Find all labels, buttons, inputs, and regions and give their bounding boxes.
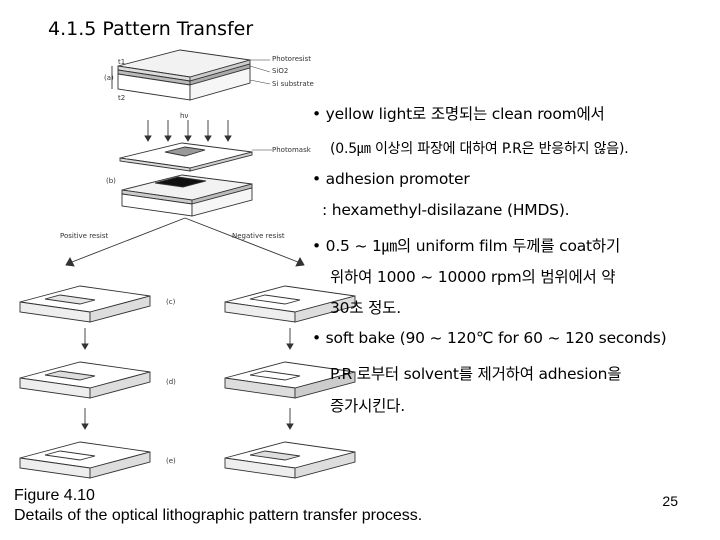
step-e-label: (e): [166, 457, 176, 465]
negative-resist-label: Negative resist: [232, 232, 285, 240]
note-line: P.R 로부터 solvent를 제거하여 adhesion을: [330, 365, 622, 383]
substrate-label: Si substrate: [272, 80, 314, 88]
positive-resist-label: Positive resist: [60, 232, 109, 240]
caption-text: Details of the optical lithographic patt…: [14, 507, 423, 524]
t2-label: t2: [118, 94, 126, 102]
step-e-negative: [224, 441, 356, 479]
step-c-negative: [224, 285, 356, 323]
step-a-label: (a): [104, 74, 114, 82]
note-line: • adhesion promoter: [312, 170, 470, 188]
wafer-stack-b: [119, 142, 272, 217]
note-line: 위하여 1000 ~ 10000 rpm의 범위에서 약: [330, 268, 616, 286]
step-d-negative: [224, 361, 356, 399]
step-d-positive: [19, 361, 151, 399]
step-c-positive: [19, 285, 151, 323]
uv-arrows: [144, 120, 232, 142]
branch-arrows: [65, 217, 305, 267]
caption-number: Figure 4.10: [14, 487, 95, 504]
note-line: • soft bake (90 ~ 120℃ for 60 ~ 120 seco…: [312, 329, 667, 347]
photoresist-label: Photoresist: [272, 55, 311, 63]
slide-title: 4.1.5 Pattern Transfer: [48, 18, 254, 40]
figure-caption: Figure 4.10 Details of the optical litho…: [14, 486, 422, 526]
step-d-label: (d): [166, 378, 176, 386]
uv-label: hν: [180, 112, 189, 120]
note-line: 증가시킨다.: [330, 397, 406, 415]
note-line: : hexamethyl-disilazane (HMDS).: [322, 201, 570, 219]
note-line: • 0.5 ~ 1㎛의 uniform film 두께를 coat하기: [312, 237, 621, 255]
step-c-label: (c): [166, 298, 176, 306]
t1-label: t1: [118, 58, 126, 66]
wafer-stack-a: [111, 49, 271, 101]
note-line: • yellow light로 조명되는 clean room에서: [312, 105, 605, 123]
step-b-label: (b): [106, 177, 116, 185]
step-e-positive: [19, 441, 151, 479]
page-number: 25: [662, 493, 678, 509]
sio2-label: SiO2: [272, 67, 289, 75]
photomask-label: Photomask: [272, 146, 311, 154]
note-line: 30초 정도.: [330, 299, 401, 317]
note-line: (0.5㎛ 이상의 파장에 대하여 P.R은 반응하지 않음).: [330, 141, 629, 157]
